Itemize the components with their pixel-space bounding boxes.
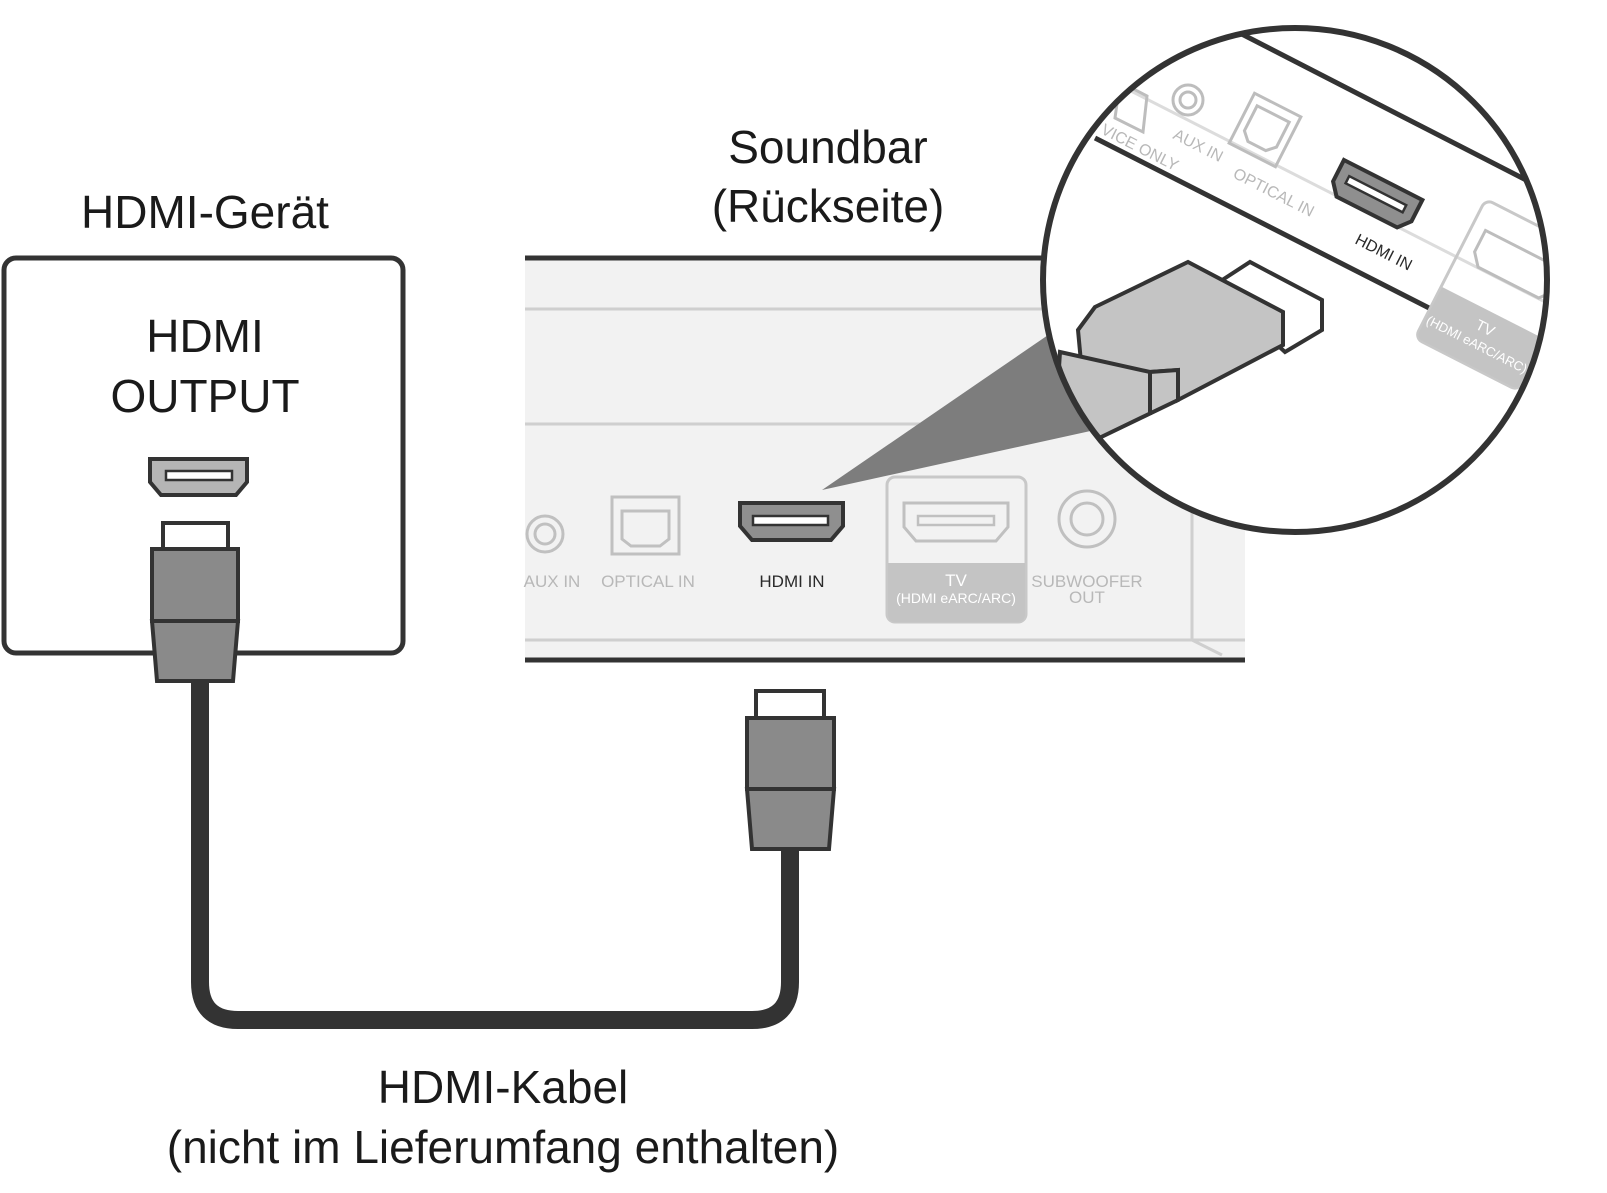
hdmi-output-label-line2: OUTPUT xyxy=(110,370,299,422)
optical-in-label: OPTICAL IN xyxy=(601,572,695,591)
optical-in-port-icon xyxy=(610,495,681,556)
zoom-hdmi-in-port-icon xyxy=(1330,157,1426,230)
aux-in-label: AUX IN xyxy=(524,572,581,591)
zoom-aux-in-port-icon xyxy=(1171,83,1205,117)
subwoofer-out-label-line2: OUT xyxy=(1069,588,1105,607)
hdmi-cable-label-line1: HDMI-Kabel xyxy=(378,1061,629,1113)
hdmi-output-port-icon xyxy=(148,457,249,497)
zoom-optical-in-port-icon xyxy=(1227,91,1303,169)
zoom-tv-label-line1: TV xyxy=(1473,316,1498,340)
soundbar-label-line2: (Rückseite) xyxy=(712,180,945,232)
hdmi-cable-label-line2: (nicht im Lieferumfang enthalten) xyxy=(167,1121,839,1173)
hdmi-cable xyxy=(191,683,799,1029)
zoom-circle: VICE ONLY AUX IN OPTICAL IN HDMI IN xyxy=(1040,25,1594,535)
tv-earc-port: TV (HDMI eARC/ARC) xyxy=(885,475,1028,624)
hdmi-in-label: HDMI IN xyxy=(759,572,824,591)
tv-earc-label-line1: TV xyxy=(945,571,967,590)
zoom-partial-label: SU xyxy=(1566,346,1594,371)
cable-plug-device-end-icon xyxy=(149,521,241,683)
hdmi-device: HDMI-Gerät HDMI OUTPUT xyxy=(1,186,406,683)
hdmi-in-port-icon xyxy=(738,501,845,542)
subwoofer-out-label-line1: SUBWOOFER xyxy=(1031,572,1142,591)
hdmi-output-label-line1: HDMI xyxy=(146,310,264,362)
tv-earc-label-line2: (HDMI eARC/ARC) xyxy=(896,590,1016,606)
cable-plug-soundbar-end-icon xyxy=(744,689,837,851)
soundbar-label-line1: Soundbar xyxy=(728,121,928,173)
zoom-beam xyxy=(822,320,1095,490)
zoom-circle-outline xyxy=(1040,25,1550,535)
aux-in-port-icon xyxy=(525,514,565,554)
tv-earc-port-icon xyxy=(902,501,1010,543)
hdmi-device-title: HDMI-Gerät xyxy=(81,186,329,238)
subwoofer-out-port-icon xyxy=(1057,489,1117,549)
zoom-tv-earc-port-icon xyxy=(1473,228,1547,300)
